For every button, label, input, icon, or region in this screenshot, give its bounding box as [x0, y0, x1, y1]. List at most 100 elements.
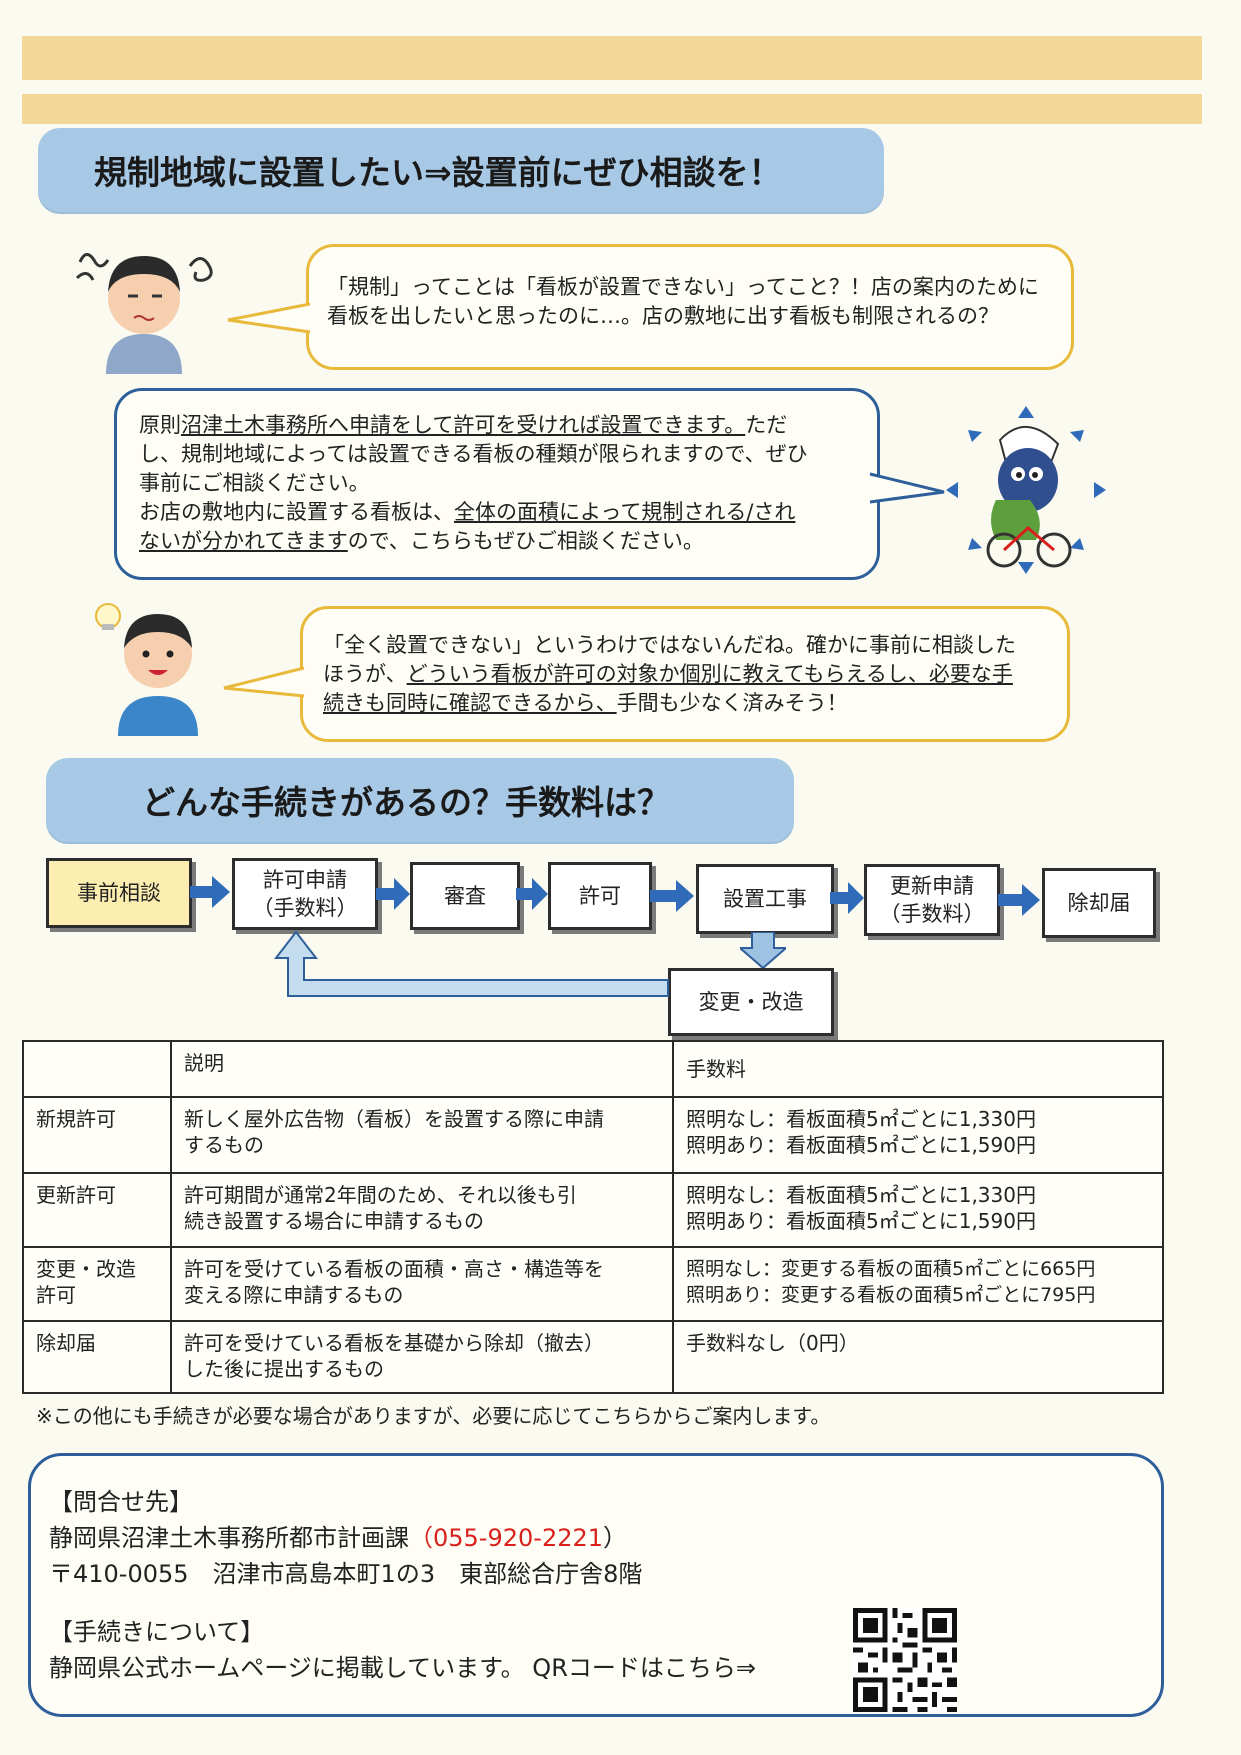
- cell-line: 照明あり：看板面積5㎡ごとに1,590円: [686, 1209, 1036, 1233]
- bubble3-tail: [223, 666, 305, 698]
- bubble2-text: 原則: [139, 413, 181, 437]
- flow-step-label: 許可: [579, 884, 621, 908]
- bubble2-text: お店の敷地内に設置する看板は、: [139, 500, 454, 524]
- confused-person-icon: [75, 253, 213, 374]
- contact-phone[interactable]: 055-920-2221: [433, 1524, 604, 1552]
- bubble1-line1: 「規制」ってことは「看板が設置できない」ってこと？！店の案内のために: [327, 275, 1039, 299]
- contact-heading: 【問合せ先】: [49, 1488, 193, 1516]
- flow-step-label: 許可申請: [263, 868, 347, 892]
- flow-step-installation: 設置工事: [696, 864, 834, 934]
- section-title-consult: 規制地域に設置したい⇒設置前にぜひ相談を！: [38, 128, 884, 212]
- table-cell-fee: 照明なし：変更する看板の面積5㎡ごとに665円照明あり：変更する看板の面積5㎡ご…: [672, 1246, 1164, 1322]
- flow-step-permission: 許可: [548, 862, 652, 930]
- cell-line: 照明なし：看板面積5㎡ごとに1,330円: [686, 1107, 1036, 1131]
- cell-line: するもの: [184, 1133, 264, 1157]
- table-header-row: 説明 手数料: [22, 1040, 1164, 1098]
- bubble2-underlined: 沼津土木事務所へ申請をして許可を受ければ設置できます。: [181, 413, 746, 437]
- bubble3-text: 「全く設置できない」というわけではないんだね。確かに事前に相談した: [323, 633, 1016, 657]
- flow-step-label: 変更・改造: [698, 990, 804, 1014]
- bubble3-underlined: どういう看板が許可の対象か個別に教えてもらえるし、必要な手: [406, 662, 1013, 686]
- contact-office-line: 静岡県沼津土木事務所都市計画課（055-920-2221）: [49, 1518, 627, 1553]
- fee-table: 説明 手数料 新規許可 新しく屋外広告物（看板）を設置する際に申請するもの 照明…: [22, 1040, 1164, 1394]
- table-header-cell: [22, 1040, 172, 1098]
- flow-arrow-right-icon: [190, 876, 230, 908]
- cell-line: 続き設置する場合に申請するもの: [184, 1209, 484, 1233]
- table-row: 除却届 許可を受けている看板を基礎から除却（撤去）した後に提出するもの 手数料な…: [22, 1320, 1164, 1394]
- table-cell-fee: 照明なし：看板面積5㎡ごとに1,330円照明あり：看板面積5㎡ごとに1,590円: [672, 1172, 1164, 1248]
- table-row: 変更・改造許可 許可を受けている看板の面積・高さ・構造等を変える際に申請するもの…: [22, 1246, 1164, 1322]
- flow-return-arrow-icon: [273, 930, 669, 997]
- flow-arrow-right-icon: [376, 878, 410, 910]
- flow-arrow-right-icon: [650, 880, 694, 912]
- table-cell-type: 変更・改造許可: [22, 1246, 172, 1322]
- flow-step-sublabel: （手数料）: [879, 902, 985, 926]
- table-cell-description: 許可を受けている看板を基礎から除却（撤去）した後に提出するもの: [170, 1320, 674, 1394]
- bubble2-text: ので、こちらもぜひご相談ください。: [347, 529, 704, 553]
- flow-step-removal-notice: 除却届: [1042, 868, 1156, 938]
- flow-step-label: 審査: [444, 884, 486, 908]
- cell-line: した後に提出するもの: [184, 1357, 384, 1381]
- table-cell-type: 更新許可: [22, 1172, 172, 1248]
- cell-line: 許可: [36, 1283, 76, 1307]
- top-band-thin: [22, 94, 1202, 124]
- table-cell-type: 除却届: [22, 1320, 172, 1394]
- flow-step-label: 除却届: [1067, 891, 1131, 915]
- flow-step-label: 更新申請: [890, 874, 974, 898]
- cell-line: 新しく屋外広告物（看板）を設置する際に申請: [184, 1107, 604, 1131]
- flow-arrow-right-icon: [516, 878, 548, 910]
- happy-person-icon: [95, 603, 198, 736]
- flow-step-review: 審査: [410, 862, 520, 930]
- flow-arrow-right-icon: [830, 882, 864, 914]
- speech-bubble-question: 「規制」ってことは「看板が設置できない」ってこと？！店の案内のために 看板を出し…: [306, 244, 1074, 370]
- cell-line: 変える際に申請するもの: [184, 1283, 404, 1307]
- cell-line: 変更・改造: [36, 1257, 136, 1281]
- cell-line: 照明なし：変更する看板の面積5㎡ごとに665円: [686, 1258, 1096, 1280]
- flow-arrow-right-icon: [998, 884, 1040, 916]
- qr-code-icon[interactable]: [853, 1608, 957, 1712]
- phone-open: （: [409, 1524, 433, 1552]
- flow-step-label: 事前相談: [77, 881, 161, 905]
- table-row: 新規許可 新しく屋外広告物（看板）を設置する際に申請するもの 照明なし：看板面積…: [22, 1096, 1164, 1174]
- bubble2-tail: [869, 472, 945, 504]
- top-band: [22, 36, 1202, 80]
- footnote: ※この他にも手続きが必要な場合がありますが、必要に応じてこちらからご案内します。: [36, 1404, 831, 1428]
- flow-step-permit-application: 許可申請 （手数料）: [232, 858, 378, 930]
- cell-line: 許可期間が通常2年間のため、それ以後も引: [184, 1183, 577, 1207]
- bubble3-underlined: 続きも同時に確認できるから、: [323, 691, 617, 715]
- bubble2-text: ただ: [745, 413, 788, 437]
- bubble3-text: 手間も少なく済みそう！: [616, 691, 848, 715]
- bubble1-tail: [227, 302, 311, 334]
- flow-step-sublabel: （手数料）: [252, 896, 358, 920]
- table-cell-fee: 照明なし：看板面積5㎡ごとに1,330円照明あり：看板面積5㎡ごとに1,590円: [672, 1096, 1164, 1174]
- table-row: 更新許可 許可期間が通常2年間のため、それ以後も引続き設置する場合に申請するもの…: [22, 1172, 1164, 1248]
- contact-box: 【問合せ先】 静岡県沼津土木事務所都市計画課（055-920-2221） 〒41…: [28, 1453, 1164, 1717]
- speech-bubble-realization: 「全く設置できない」というわけではないんだね。確かに事前に相談した ほうが、どう…: [300, 606, 1070, 742]
- section-title-procedures-text: どんな手続きがあるの？手数料は？: [142, 783, 670, 822]
- bubble3-text: ほうが、: [323, 662, 407, 686]
- table-header-cell: 説明: [170, 1040, 674, 1098]
- website-notice: 静岡県公式ホームページに掲載しています。 QRコードはこちら⇒: [49, 1654, 756, 1682]
- table-cell-type: 新規許可: [22, 1096, 172, 1174]
- cell-line: 許可を受けている看板の面積・高さ・構造等を: [184, 1257, 604, 1281]
- speech-bubble-answer: 原則沼津土木事務所へ申請をして許可を受ければ設置できます。ただ し、規制地域によ…: [114, 388, 880, 580]
- table-cell-description: 許可期間が通常2年間のため、それ以後も引続き設置する場合に申請するもの: [170, 1172, 674, 1248]
- mascot-cyclist-icon: [946, 406, 1106, 574]
- phone-close: ）: [603, 1524, 628, 1552]
- flow-step-renewal-application: 更新申請 （手数料）: [864, 864, 1000, 936]
- bubble2-text: し、規制地域によっては設置できる看板の種類が限られますので、ぜひ: [139, 442, 808, 466]
- section-title-consult-text: 規制地域に設置したい⇒設置前にぜひ相談を！: [94, 153, 782, 192]
- table-header-cell: 手数料: [672, 1040, 1164, 1098]
- procedure-heading: 【手続きについて】: [49, 1618, 265, 1646]
- flow-step-label: 設置工事: [723, 887, 807, 911]
- table-cell-description: 新しく屋外広告物（看板）を設置する際に申請するもの: [170, 1096, 674, 1174]
- section-title-procedures: どんな手続きがあるの？手数料は？: [46, 758, 794, 842]
- bubble2-underlined: 全体の面積によって規制される/され: [454, 500, 796, 524]
- flow-step-pre-consultation: 事前相談: [46, 858, 192, 928]
- table-cell-description: 許可を受けている看板の面積・高さ・構造等を変える際に申請するもの: [170, 1246, 674, 1322]
- contact-address: 〒410-0055 沼津市高島本町1の3 東部総合庁舎8階: [49, 1560, 643, 1588]
- table-cell-fee: 手数料なし（0円）: [672, 1320, 1164, 1394]
- cell-line: 許可を受けている看板を基礎から除却（撤去）: [184, 1331, 604, 1355]
- contact-office: 静岡県沼津土木事務所都市計画課: [49, 1524, 409, 1552]
- bubble2-text: 事前にご相談ください。: [139, 471, 370, 495]
- cell-line: 照明あり：変更する看板の面積5㎡ごとに795円: [686, 1284, 1096, 1306]
